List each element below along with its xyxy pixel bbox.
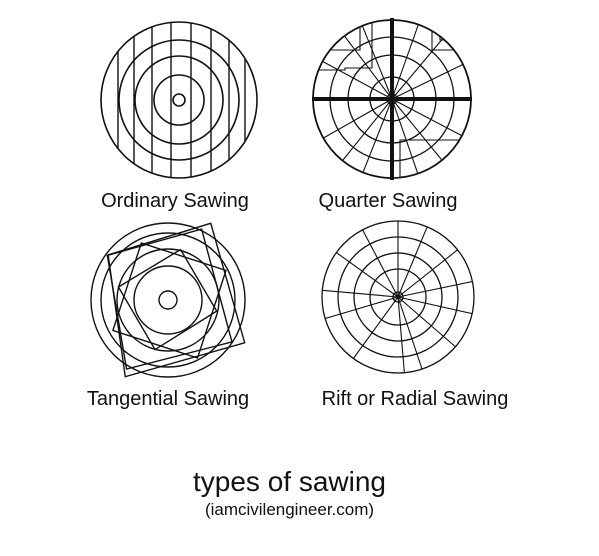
quarter-log	[312, 18, 472, 180]
quarter-pith	[386, 93, 398, 105]
caption-tangential-sawing: Tangential Sawing	[86, 388, 250, 410]
caption-rift-radial-sawing: Rift or Radial Sawing	[321, 388, 509, 410]
ordinary-pith	[172, 93, 186, 107]
source-credit: (iamcivilengineer.com)	[204, 500, 375, 519]
caption-ordinary-sawing: Ordinary Sawing	[101, 190, 249, 212]
radial-pith	[392, 291, 404, 303]
ordinary-log	[100, 21, 258, 179]
page-title: types of sawing	[193, 466, 386, 497]
caption-quarter-sawing: Quarter Sawing	[318, 190, 458, 212]
tangential-log	[90, 222, 246, 378]
radial-log	[321, 220, 475, 374]
tangential-pith	[158, 290, 178, 310]
